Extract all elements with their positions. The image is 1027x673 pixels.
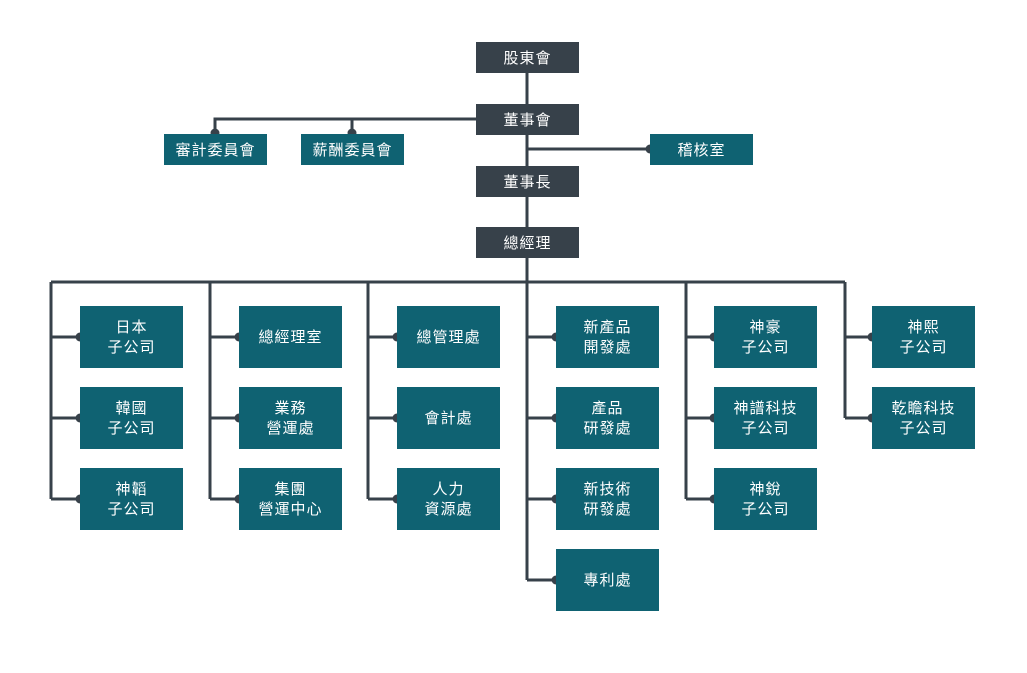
unit-box: 新技術 研發處 (556, 468, 659, 530)
unit-box: 神熙 子公司 (872, 306, 975, 368)
unit-box: 神譜科技 子公司 (714, 387, 817, 449)
unit-box: 總經理室 (239, 306, 342, 368)
unit-box: 神銳 子公司 (714, 468, 817, 530)
unit-box: 韓國 子公司 (80, 387, 183, 449)
unit-box: 產品 研發處 (556, 387, 659, 449)
unit-box: 神韜 子公司 (80, 468, 183, 530)
unit-box: 專利處 (556, 549, 659, 611)
unit-box: 乾瞻科技 子公司 (872, 387, 975, 449)
unit-box: 人力 資源處 (397, 468, 500, 530)
audit-committee-box: 審計委員會 (164, 134, 267, 165)
audit-office-box: 稽核室 (650, 134, 753, 165)
unit-box: 集團 營運中心 (239, 468, 342, 530)
unit-box: 新產品 開發處 (556, 306, 659, 368)
unit-box: 日本 子公司 (80, 306, 183, 368)
shareholders-box: 股東會 (476, 42, 579, 73)
unit-box: 業務 營運處 (239, 387, 342, 449)
unit-box: 會計處 (397, 387, 500, 449)
general-manager-box: 總經理 (476, 227, 579, 258)
chairman-box: 董事長 (476, 166, 579, 197)
unit-box: 神豪 子公司 (714, 306, 817, 368)
board-box: 董事會 (476, 104, 579, 135)
unit-box: 總管理處 (397, 306, 500, 368)
compensation-committee-box: 薪酬委員會 (301, 134, 404, 165)
